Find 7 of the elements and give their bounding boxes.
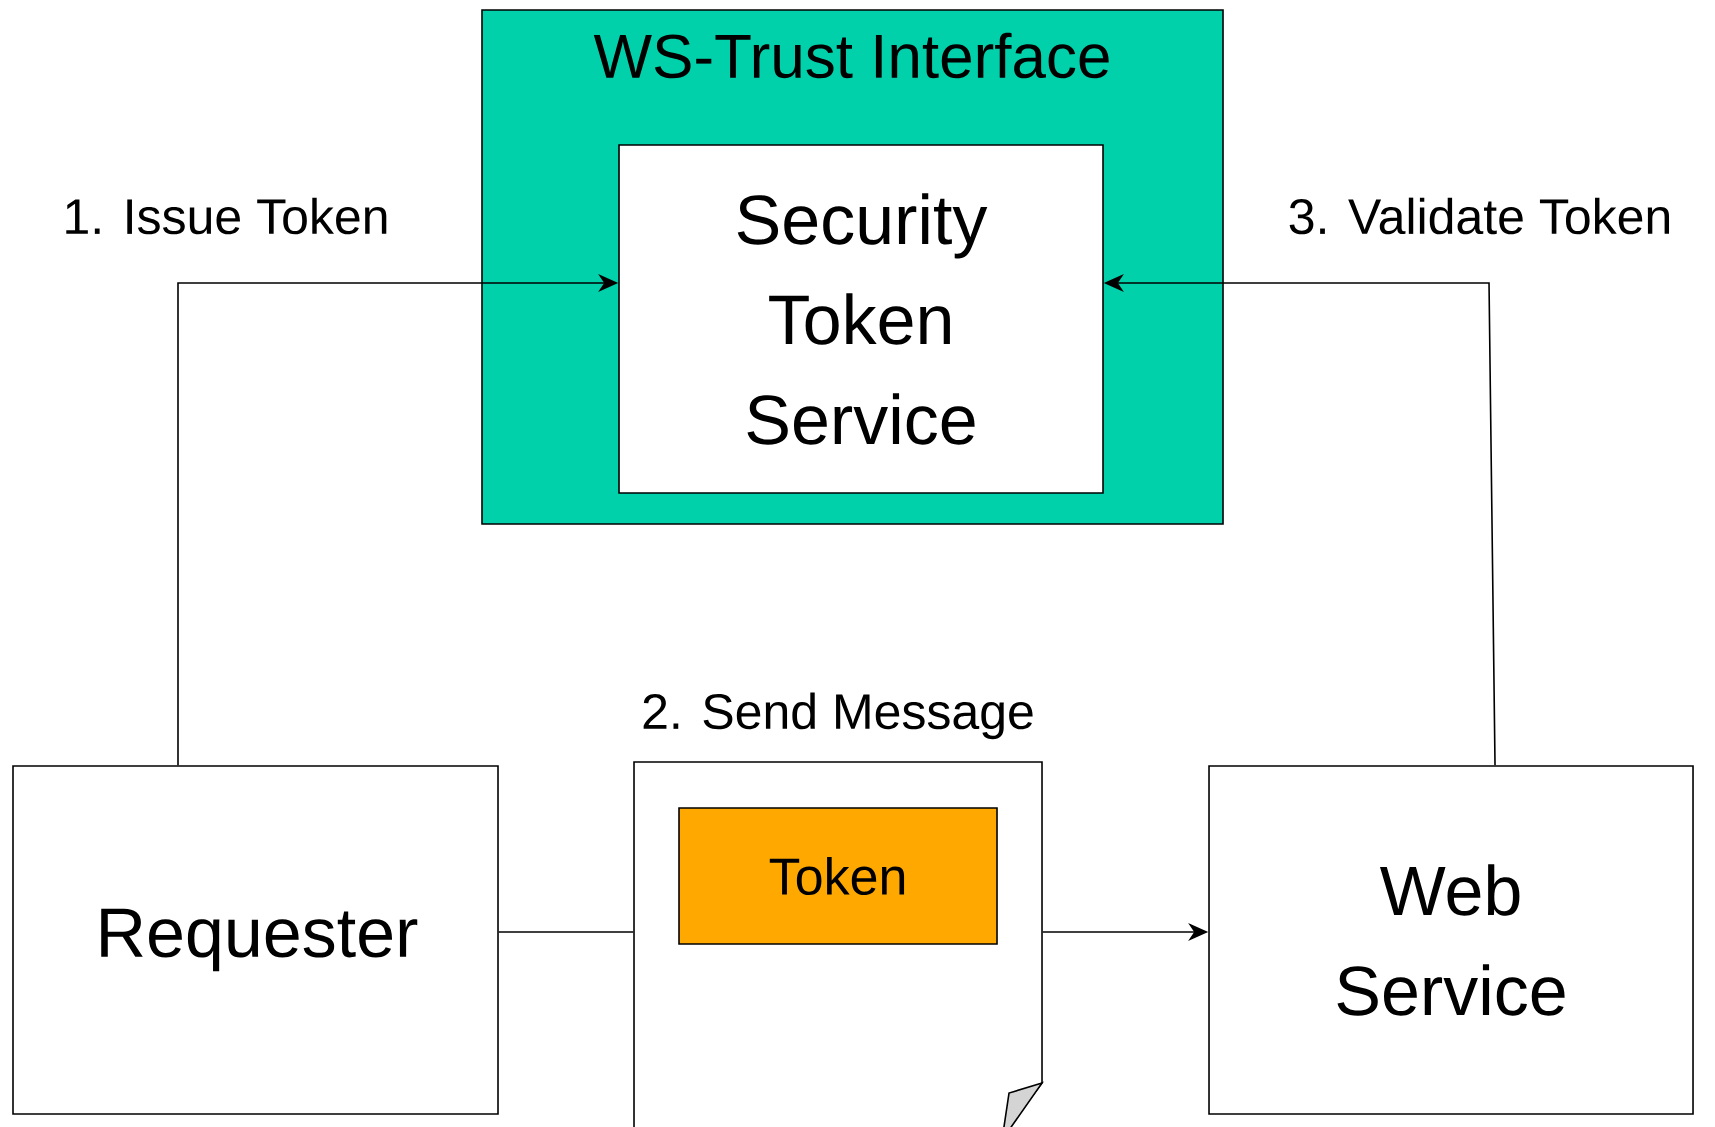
edge-label: 3. Validate Token [1289, 197, 1669, 235]
token-box: Token [678, 807, 998, 945]
process-box: Web Service [1208, 765, 1694, 1115]
edge-label: 1. Issue Token [66, 197, 387, 235]
process-box: Security Token Service [618, 144, 1104, 494]
node-label: 2. Send Message [643, 692, 1033, 740]
process-box: Requester [12, 765, 499, 1115]
